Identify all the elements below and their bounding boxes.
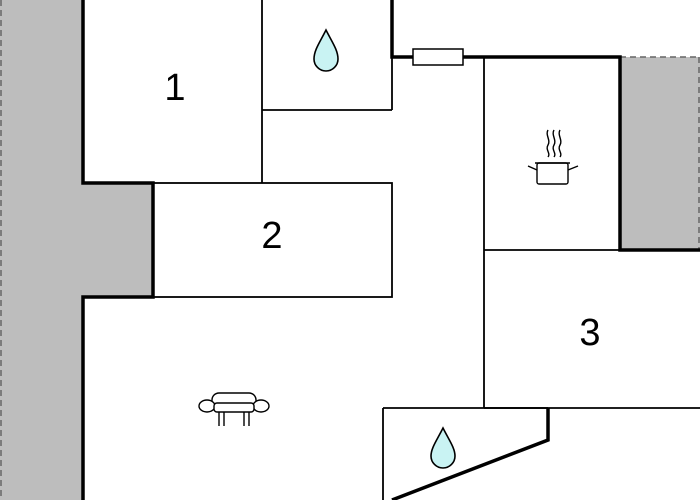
interior-walls [152,0,700,500]
window-icon [412,48,464,66]
room-2-label: 2 [261,215,282,257]
exterior-wall-right [620,57,700,250]
exterior-wall-left [0,0,153,500]
room-1-label: 1 [164,67,185,109]
room-3-label: 3 [579,312,600,354]
cooking-pot-icon [527,129,579,185]
sofa-icon [198,392,270,426]
water-drop-icon [430,426,456,469]
water-drop-icon [313,28,339,72]
